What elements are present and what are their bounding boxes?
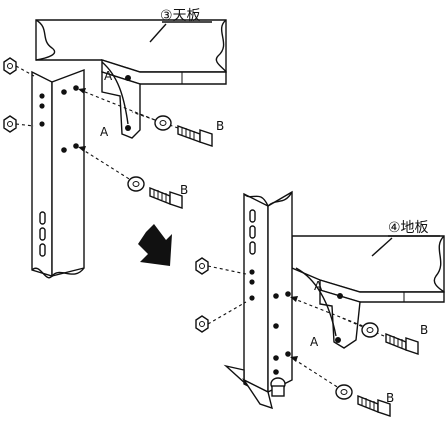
part-a-label-1: A bbox=[104, 69, 113, 83]
washer-top-1 bbox=[154, 115, 172, 131]
top-plate bbox=[35, 19, 227, 139]
nut-bottom-lower bbox=[195, 315, 209, 333]
washer-top-2 bbox=[127, 176, 145, 192]
nut-bottom-upper bbox=[195, 257, 209, 275]
bottom-plate-label: ④地板 bbox=[388, 220, 429, 236]
part-a-label-4: A bbox=[310, 335, 319, 349]
part-b-label-4: B bbox=[386, 391, 394, 405]
direction-arrow bbox=[138, 224, 172, 266]
arrow-head bbox=[290, 296, 298, 302]
bolt-top-1 bbox=[177, 125, 213, 147]
bolt-bottom-1 bbox=[385, 332, 419, 355]
arrow-head bbox=[78, 146, 86, 152]
washer-bottom-1 bbox=[361, 322, 379, 338]
part-b-label-3: B bbox=[420, 323, 428, 337]
bolt-top-2 bbox=[149, 186, 183, 209]
part-a-label-2: A bbox=[100, 125, 109, 139]
arrow-head bbox=[78, 88, 86, 94]
bottom-plate bbox=[291, 235, 445, 349]
nut-top-lower bbox=[3, 115, 17, 133]
bolt-bottom-2 bbox=[357, 394, 391, 417]
bottom-post bbox=[223, 190, 293, 410]
arrow-head bbox=[290, 356, 298, 362]
top-plate-label: ③天板 bbox=[160, 8, 201, 24]
part-b-label-2: B bbox=[180, 183, 188, 197]
part-b-label-1: B bbox=[216, 119, 224, 133]
washer-bottom-2 bbox=[335, 384, 353, 400]
top-post bbox=[31, 68, 85, 279]
nut-top-upper bbox=[3, 57, 17, 75]
part-a-label-3: A bbox=[314, 279, 323, 293]
